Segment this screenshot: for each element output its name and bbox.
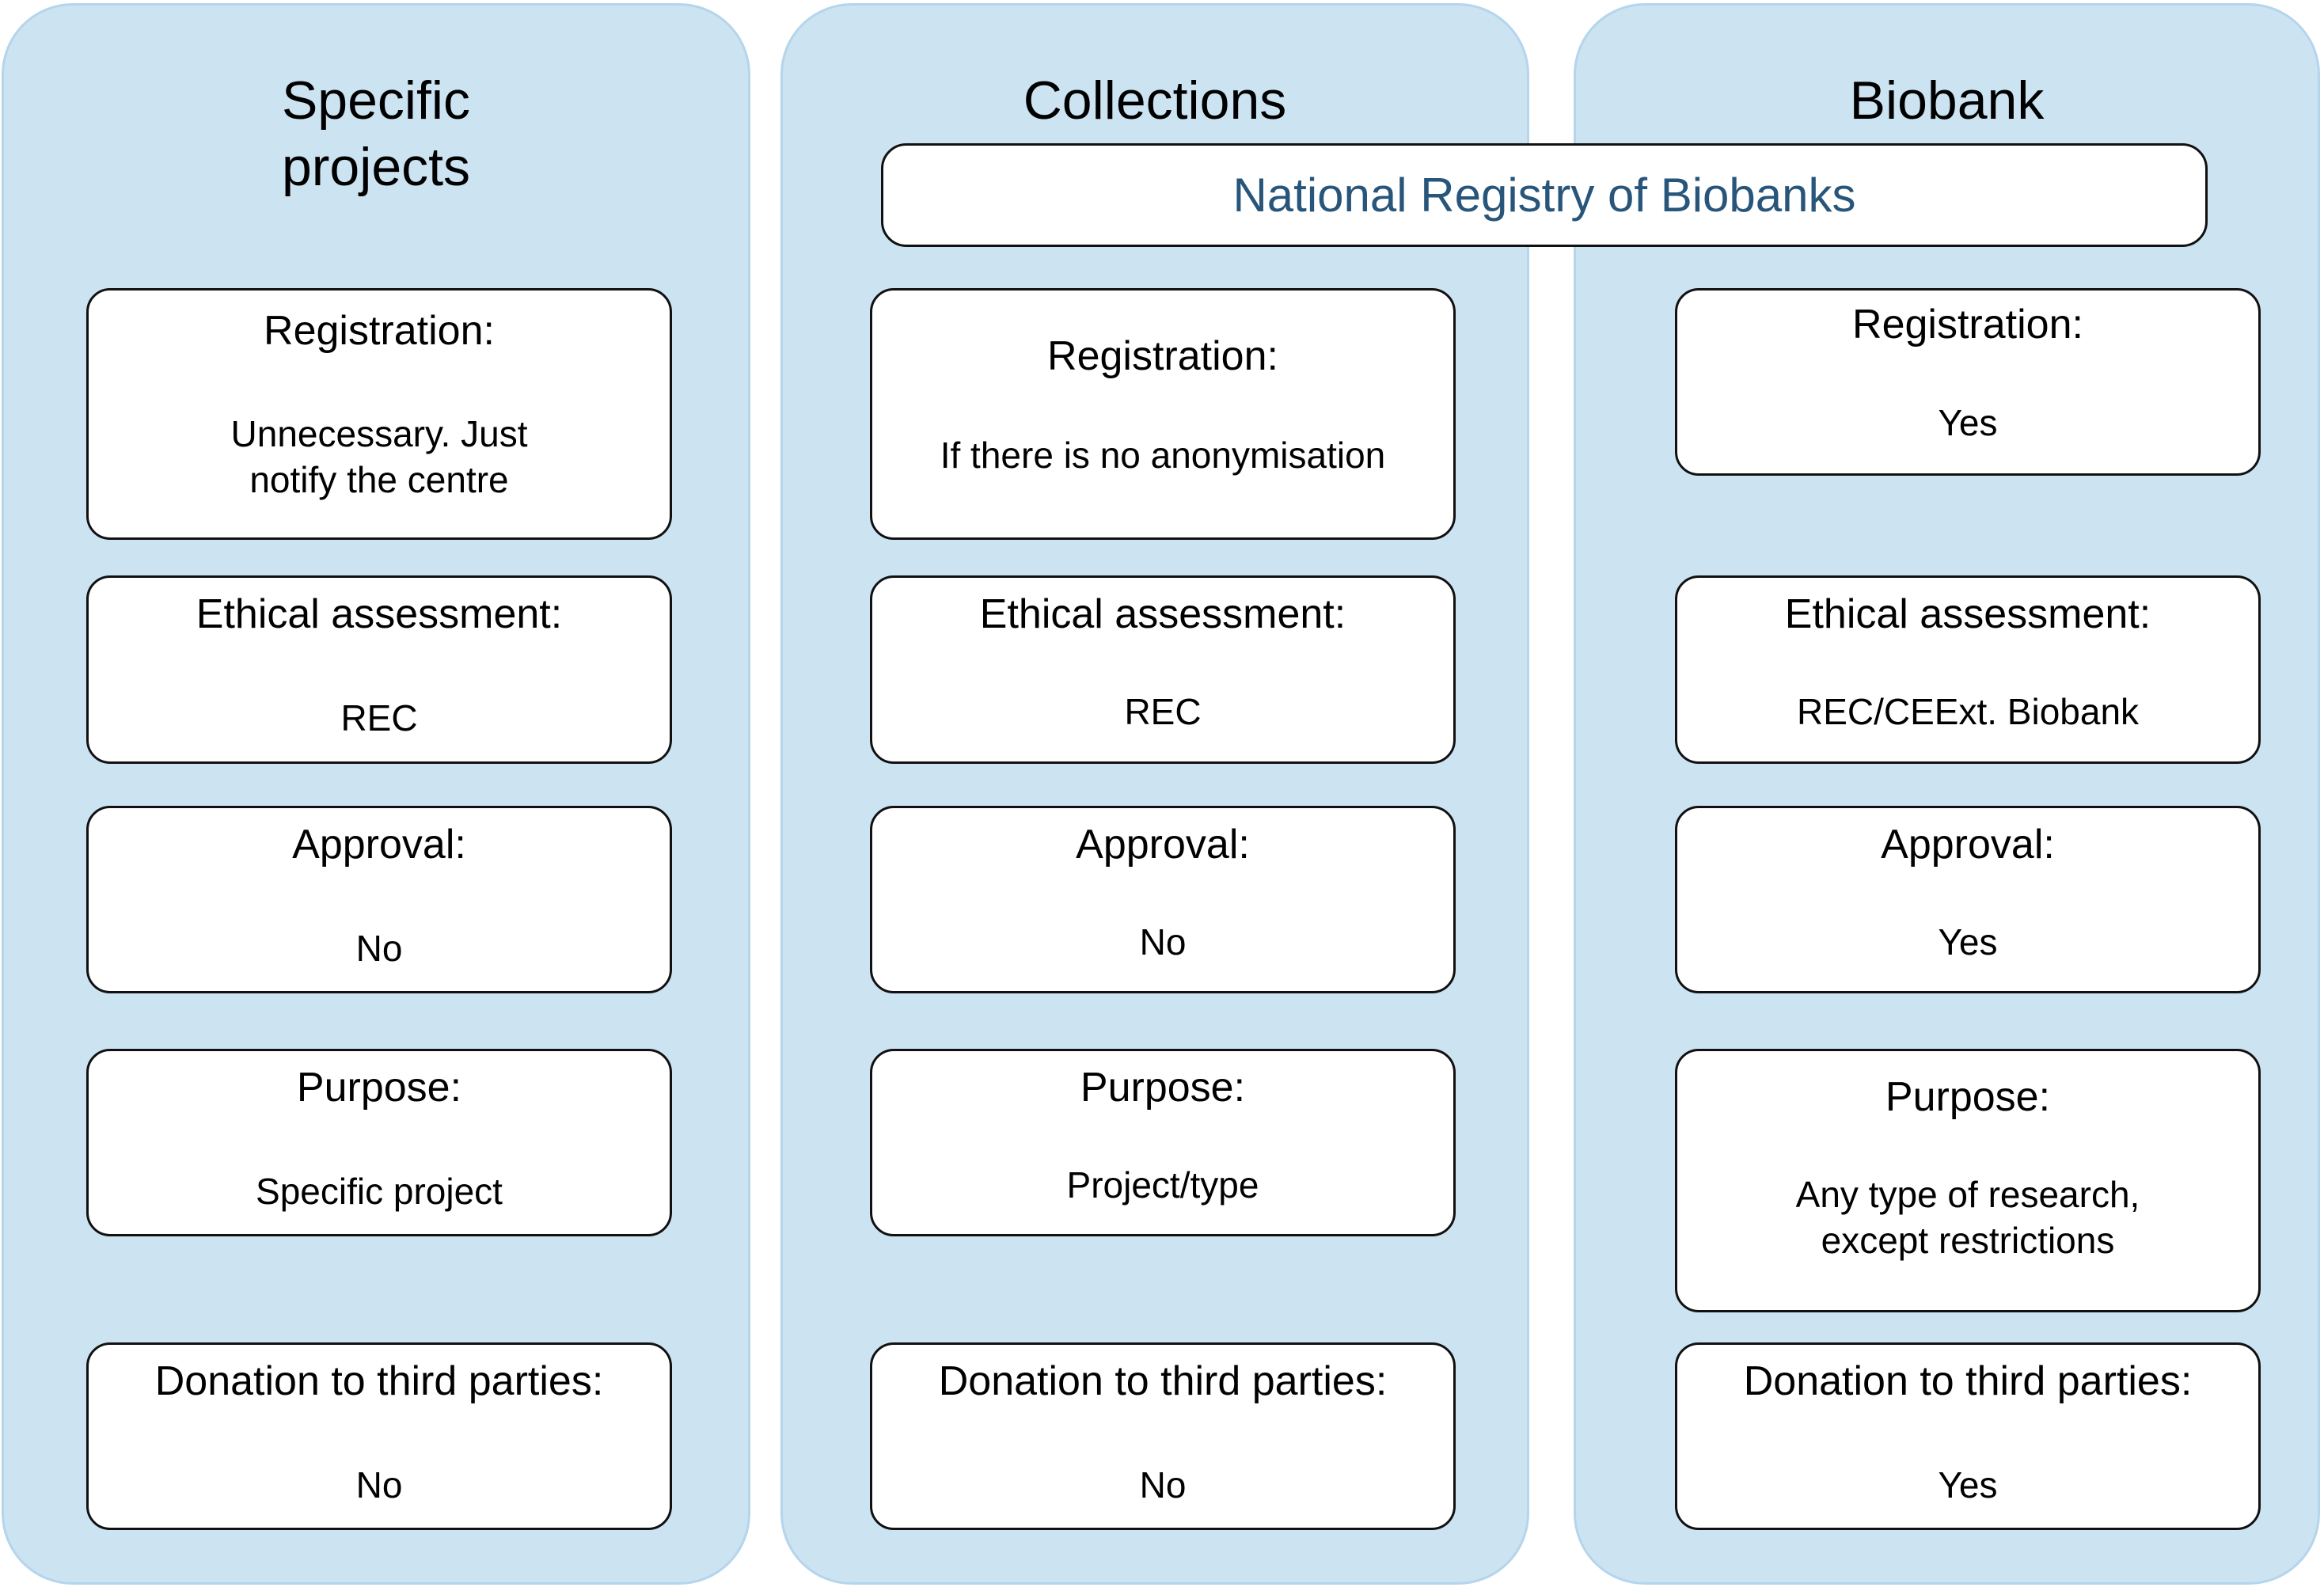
box-label: Donation to third parties:: [154, 1358, 604, 1404]
box-label: Ethical assessment:: [979, 591, 1346, 637]
box-value: Yes: [1938, 921, 1998, 963]
box-value: Unnecessary. Just notify the centre: [230, 413, 528, 500]
box-value: Yes: [1938, 402, 1998, 443]
box-value: Yes: [1938, 1464, 1998, 1506]
box-value: REC: [340, 697, 418, 739]
box-label: Purpose:: [1885, 1074, 2051, 1120]
box-value: If there is no anonymisation: [940, 435, 1386, 476]
national-registry-banner: National Registry of Biobanks: [881, 143, 2208, 247]
donation-box: Donation to third parties: Yes: [1675, 1342, 2261, 1530]
box-value: No: [1139, 1464, 1187, 1506]
donation-box: Donation to third parties: No: [870, 1342, 1456, 1530]
ethical-assessment-box: Ethical assessment: REC: [870, 575, 1456, 764]
box-value: REC/CEExt. Biobank: [1796, 691, 2140, 732]
box-value: No: [1139, 921, 1187, 963]
box-value: No: [355, 1464, 403, 1506]
box-value: No: [355, 928, 403, 969]
approval-box: Approval: No: [870, 806, 1456, 993]
box-label: Donation to third parties:: [938, 1358, 1388, 1404]
box-label: Approval:: [1076, 822, 1250, 868]
box-value: Specific project: [256, 1171, 503, 1212]
donation-box: Donation to third parties: No: [86, 1342, 672, 1530]
box-label: Approval:: [292, 822, 466, 868]
approval-box: Approval: No: [86, 806, 672, 993]
box-label: Approval:: [1881, 822, 2055, 868]
ethical-assessment-box: Ethical assessment: REC: [86, 575, 672, 764]
ethical-assessment-box: Ethical assessment: REC/CEExt. Biobank: [1675, 575, 2261, 764]
purpose-box: Purpose: Specific project: [86, 1049, 672, 1236]
box-label: Purpose:: [1080, 1065, 1246, 1111]
column-specific-projects: Specific projects: [2, 3, 750, 1585]
box-label: Registration:: [1852, 302, 2083, 347]
column-biobank: Biobank: [1574, 3, 2320, 1585]
registration-box: Registration: Yes: [1675, 288, 2261, 476]
registration-box: Registration: Unnecessary. Just notify t…: [86, 288, 672, 540]
registration-box: Registration: If there is no anonymisati…: [870, 288, 1456, 540]
purpose-box: Purpose: Project/type: [870, 1049, 1456, 1236]
column-collections: Collections: [780, 3, 1529, 1585]
purpose-box: Purpose: Any type of research, except re…: [1675, 1049, 2261, 1312]
box-label: Purpose:: [296, 1065, 462, 1111]
box-label: Registration:: [1047, 333, 1278, 379]
box-value: REC: [1124, 691, 1202, 732]
box-label: Ethical assessment:: [196, 591, 563, 637]
box-value: Project/type: [1066, 1164, 1259, 1206]
box-label: Registration:: [264, 308, 495, 354]
column-title: Biobank: [1849, 70, 2045, 131]
column-title: Specific projects: [281, 70, 471, 197]
box-label: Donation to third parties:: [1743, 1358, 2193, 1404]
box-value: Any type of research, except restriction…: [1795, 1174, 2140, 1261]
box-label: Ethical assessment:: [1784, 591, 2151, 637]
column-title: Collections: [1023, 70, 1287, 131]
approval-box: Approval: Yes: [1675, 806, 2261, 993]
